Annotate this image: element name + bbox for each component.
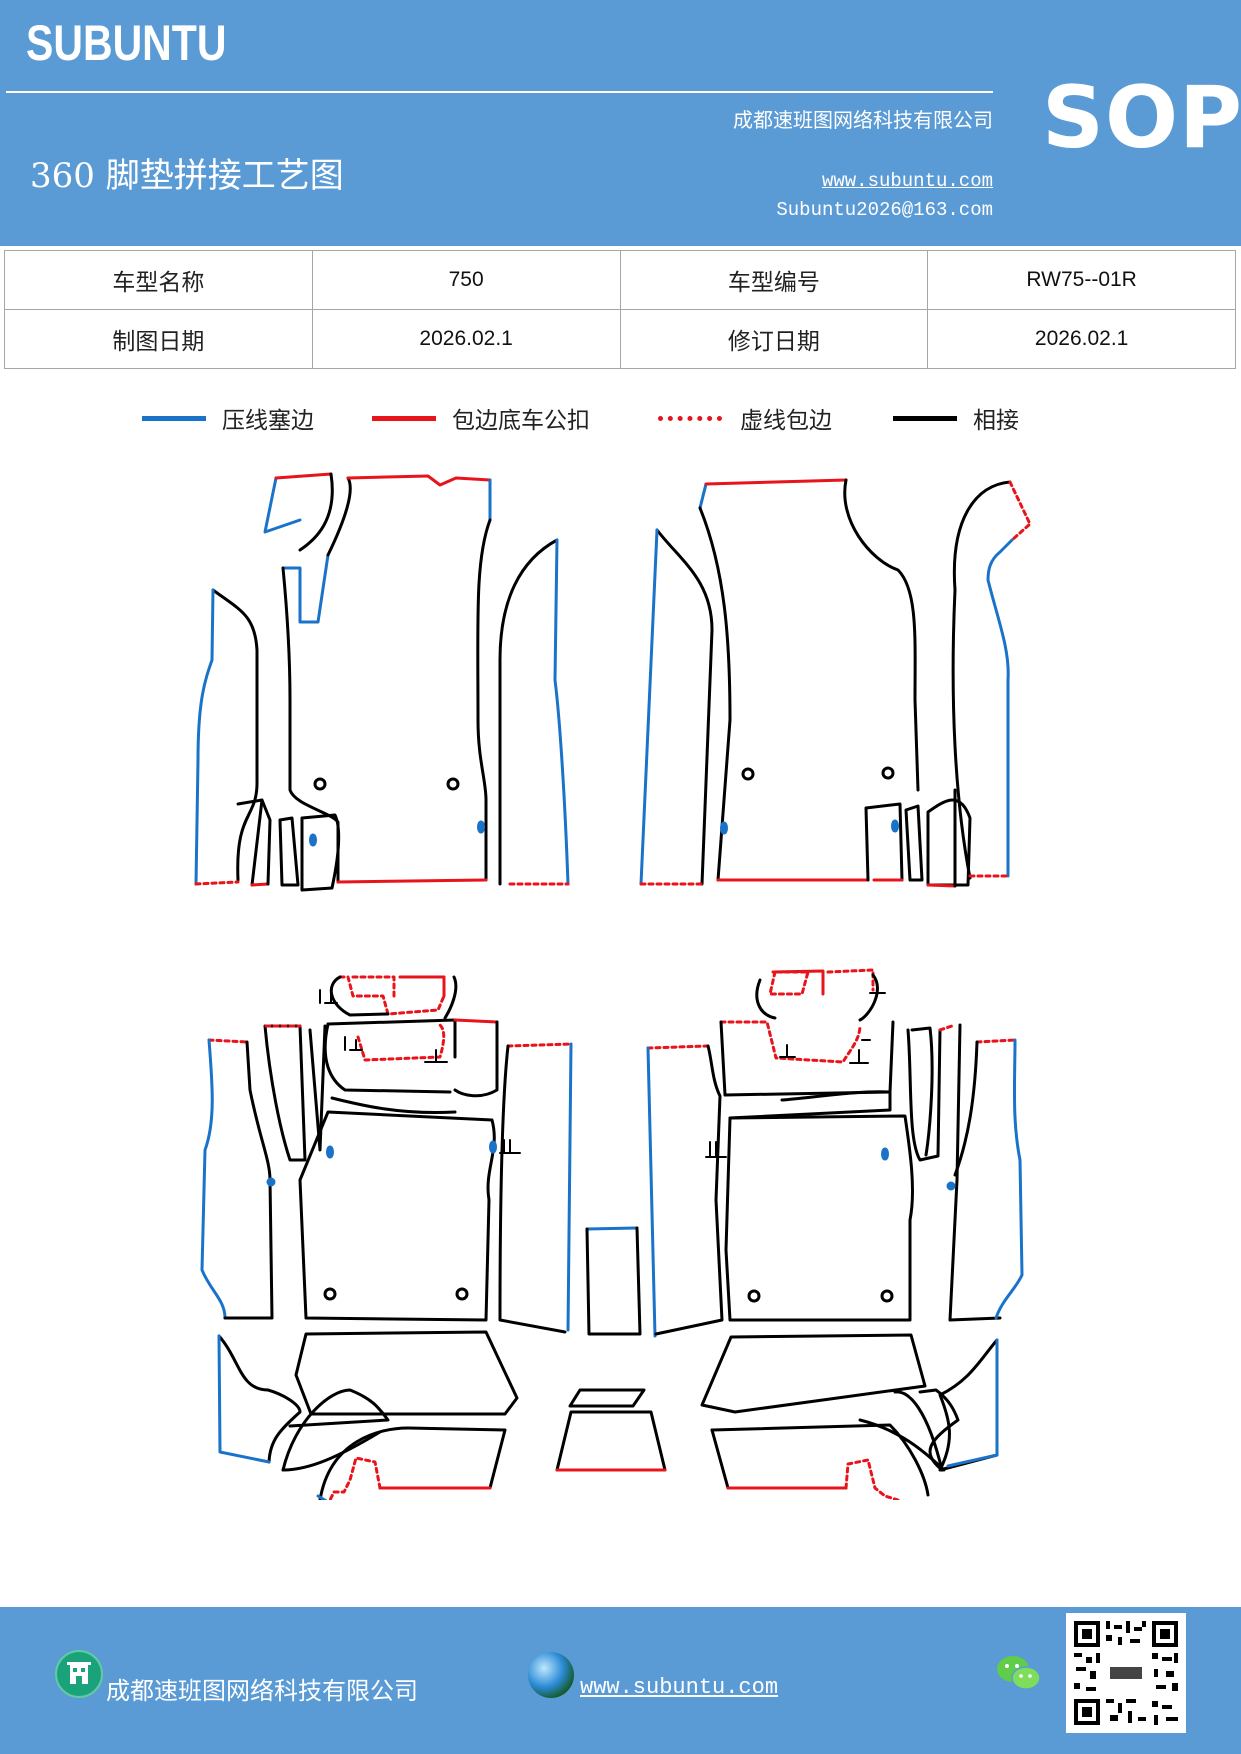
value-cell: 2026.02.1 bbox=[311, 309, 621, 369]
legend-swatch bbox=[372, 415, 436, 421]
document-title: 360 脚垫拼接工艺图 bbox=[30, 156, 344, 196]
email-address: Subuntu2026@163.com bbox=[776, 199, 993, 221]
rear-left-mat-group bbox=[200, 975, 667, 1500]
qr-code bbox=[1066, 1613, 1186, 1733]
header-divider bbox=[6, 91, 993, 93]
sop-badge: SOP bbox=[1042, 68, 1241, 168]
legend-item: 虚线包边 bbox=[658, 401, 832, 435]
line-legend: 压线塞边 包边底车公扣 虚线包边 相接 bbox=[0, 401, 1241, 441]
rear-right-mat-group bbox=[646, 968, 1024, 1500]
table-row: 车型名称 750 车型编号 RW75--01R bbox=[4, 250, 1236, 310]
front-right-mat-group bbox=[639, 478, 1032, 888]
footer-banner: 成都速班图网络科技有限公司 www.subuntu.com bbox=[0, 1607, 1241, 1754]
table-row: 制图日期 2026.02.1 修订日期 2026.02.1 bbox=[4, 309, 1236, 369]
front-left-mat-group bbox=[194, 472, 570, 892]
value-cell: RW75--01R bbox=[927, 250, 1236, 310]
label-cell: 车型编号 bbox=[619, 250, 929, 310]
legend-label: 压线塞边 bbox=[222, 408, 314, 434]
label-cell: 制图日期 bbox=[4, 309, 313, 369]
company-name: 成都速班图网络科技有限公司 bbox=[733, 108, 993, 132]
website-link[interactable]: www.subuntu.com bbox=[821, 170, 993, 192]
brand-logo-text: SUBUNTU bbox=[26, 15, 227, 71]
label-cell: 车型名称 bbox=[4, 250, 313, 310]
label-cell: 修订日期 bbox=[619, 309, 929, 369]
globe-icon bbox=[528, 1652, 574, 1698]
legend-item: 相接 bbox=[893, 401, 1019, 435]
building-icon bbox=[55, 1650, 103, 1698]
legend-item: 压线塞边 bbox=[142, 401, 314, 435]
wechat-icon[interactable] bbox=[995, 1652, 1043, 1694]
legend-label: 虚线包边 bbox=[740, 408, 832, 434]
floor-mat-diagram bbox=[194, 472, 1032, 1500]
legend-swatch bbox=[658, 415, 722, 421]
value-cell: 750 bbox=[311, 250, 621, 310]
footer-website-link[interactable]: www.subuntu.com bbox=[580, 1675, 779, 1700]
value-cell: 2026.02.1 bbox=[927, 309, 1236, 369]
vehicle-info-table: 车型名称 750 车型编号 RW75--01R 制图日期 2026.02.1 修… bbox=[4, 250, 1236, 369]
header-banner: SUBUNTU SOP 360 脚垫拼接工艺图 成都速班图网络科技有限公司 ww… bbox=[0, 0, 1241, 246]
legend-swatch bbox=[893, 415, 957, 421]
legend-label: 包边底车公扣 bbox=[452, 408, 590, 434]
legend-label: 相接 bbox=[973, 408, 1019, 434]
footer-company-name: 成都速班图网络科技有限公司 bbox=[106, 1677, 418, 1705]
legend-item: 包边底车公扣 bbox=[372, 401, 590, 435]
legend-swatch bbox=[142, 415, 206, 421]
